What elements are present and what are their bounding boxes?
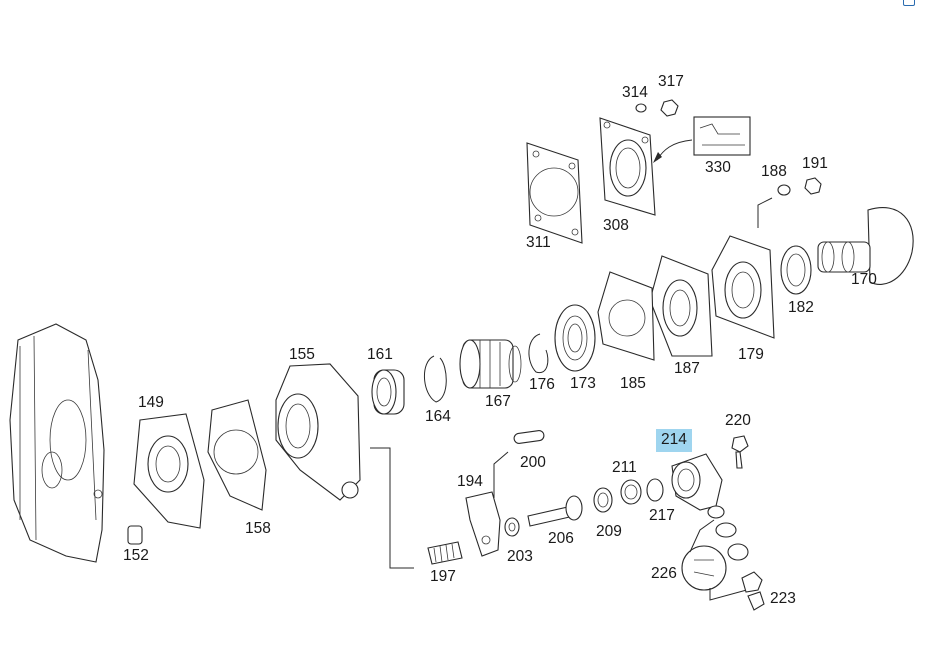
part-209-seal <box>593 487 613 513</box>
part-152-pin <box>127 525 143 545</box>
part-214-housing <box>671 453 723 511</box>
part-197-spring <box>427 541 463 565</box>
callout-158[interactable]: 158 <box>245 520 271 537</box>
callout-182[interactable]: 182 <box>788 299 814 316</box>
part-185-gasket <box>597 271 655 361</box>
callout-187[interactable]: 187 <box>674 360 700 377</box>
callout-185[interactable]: 185 <box>620 375 646 392</box>
callout-308[interactable]: 308 <box>603 217 629 234</box>
part-182-seal <box>780 245 812 295</box>
part-217-oring <box>646 478 664 502</box>
callout-217[interactable]: 217 <box>649 507 675 524</box>
corner-icon[interactable] <box>903 0 915 6</box>
callout-203[interactable]: 203 <box>507 548 533 565</box>
part-170-shaft <box>817 207 914 285</box>
part-211-ring <box>620 479 642 505</box>
part-200-pin <box>513 430 545 444</box>
callout-161[interactable]: 161 <box>367 346 393 363</box>
part-155-housing <box>275 363 361 501</box>
callout-200[interactable]: 200 <box>520 454 546 471</box>
part-308-flange <box>599 117 656 216</box>
callout-314[interactable]: 314 <box>622 84 648 101</box>
part-330-oil-symbol <box>653 116 751 163</box>
part-206-plunger <box>527 495 583 527</box>
leader-194-200 <box>493 451 509 498</box>
callout-149[interactable]: 149 <box>138 394 164 411</box>
part-203-washer <box>504 517 520 537</box>
callout-211[interactable]: 211 <box>612 459 637 476</box>
part-220-bolt <box>731 435 749 469</box>
callout-173[interactable]: 173 <box>570 375 596 392</box>
callout-220[interactable]: 220 <box>725 412 751 429</box>
leader-155-197 <box>370 447 414 569</box>
part-case <box>9 323 105 563</box>
callout-311[interactable]: 311 <box>526 234 551 251</box>
callout-214-selected[interactable]: 214 <box>656 429 692 452</box>
part-226-kit <box>681 505 749 591</box>
part-223-plug <box>741 571 765 611</box>
callout-170[interactable]: 170 <box>851 271 877 288</box>
callout-206[interactable]: 206 <box>548 530 574 547</box>
part-191-nut <box>804 177 822 195</box>
callout-209[interactable]: 209 <box>596 523 622 540</box>
callout-317[interactable]: 317 <box>658 73 684 90</box>
part-158-gasket <box>207 399 267 511</box>
part-187-housing <box>649 255 713 357</box>
callout-197[interactable]: 197 <box>430 568 456 585</box>
callout-194[interactable]: 194 <box>457 473 483 490</box>
leader-188-191 <box>757 197 773 228</box>
part-194-lever <box>465 491 501 557</box>
part-173-bearing <box>554 304 596 372</box>
part-188-washer <box>777 184 791 196</box>
callout-188[interactable]: 188 <box>761 163 787 180</box>
callout-223[interactable]: 223 <box>770 590 796 607</box>
part-176-snap-ring <box>528 333 549 374</box>
callout-167[interactable]: 167 <box>485 393 511 410</box>
callout-152[interactable]: 152 <box>123 547 149 564</box>
part-149-plate <box>133 413 205 529</box>
callout-179[interactable]: 179 <box>738 346 764 363</box>
part-179-flange <box>711 235 775 339</box>
part-317-nut <box>660 99 679 117</box>
part-161-bearing <box>371 369 405 415</box>
callout-155[interactable]: 155 <box>289 346 315 363</box>
part-314-washer <box>635 103 647 113</box>
part-311-gasket <box>526 142 583 244</box>
callout-164[interactable]: 164 <box>425 408 451 425</box>
part-167-gear <box>459 339 522 389</box>
leader-226 <box>689 519 755 601</box>
callout-191[interactable]: 191 <box>802 155 828 172</box>
callout-226[interactable]: 226 <box>651 565 677 582</box>
callout-176[interactable]: 176 <box>529 376 555 393</box>
callout-330[interactable]: 330 <box>705 159 731 176</box>
part-164-ring <box>424 355 447 403</box>
